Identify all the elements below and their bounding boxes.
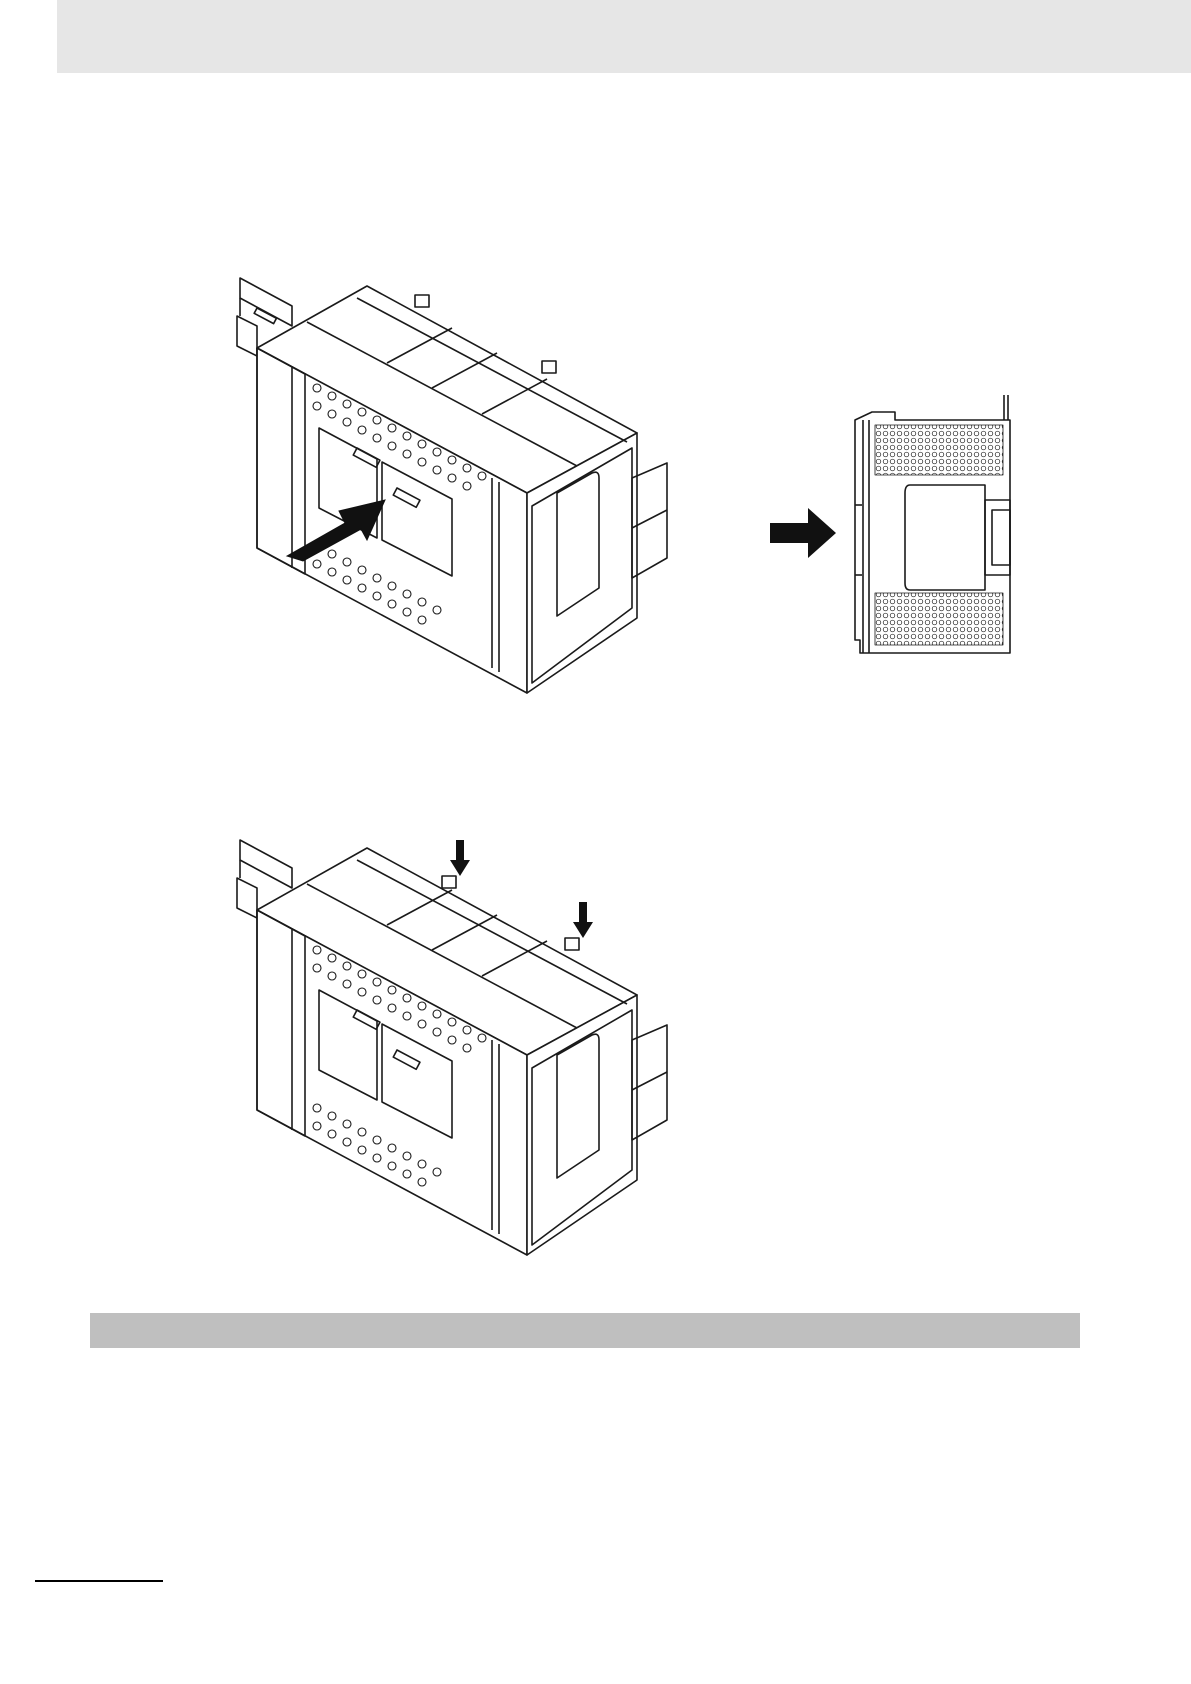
plc-unit-illustration [257, 848, 667, 1255]
plc-lock-illustration [237, 840, 677, 1270]
right-arrow-icon [770, 508, 836, 558]
section-heading-bar [90, 1313, 1080, 1348]
page-header-band [57, 0, 1191, 73]
plc-side-view-illustration [770, 395, 1050, 655]
down-arrow-icon [450, 840, 470, 876]
footer-rule [35, 1580, 163, 1582]
plc-unit-illustration [257, 286, 667, 693]
down-arrow-icon [573, 902, 593, 938]
plc-mounting-illustration [237, 278, 677, 703]
